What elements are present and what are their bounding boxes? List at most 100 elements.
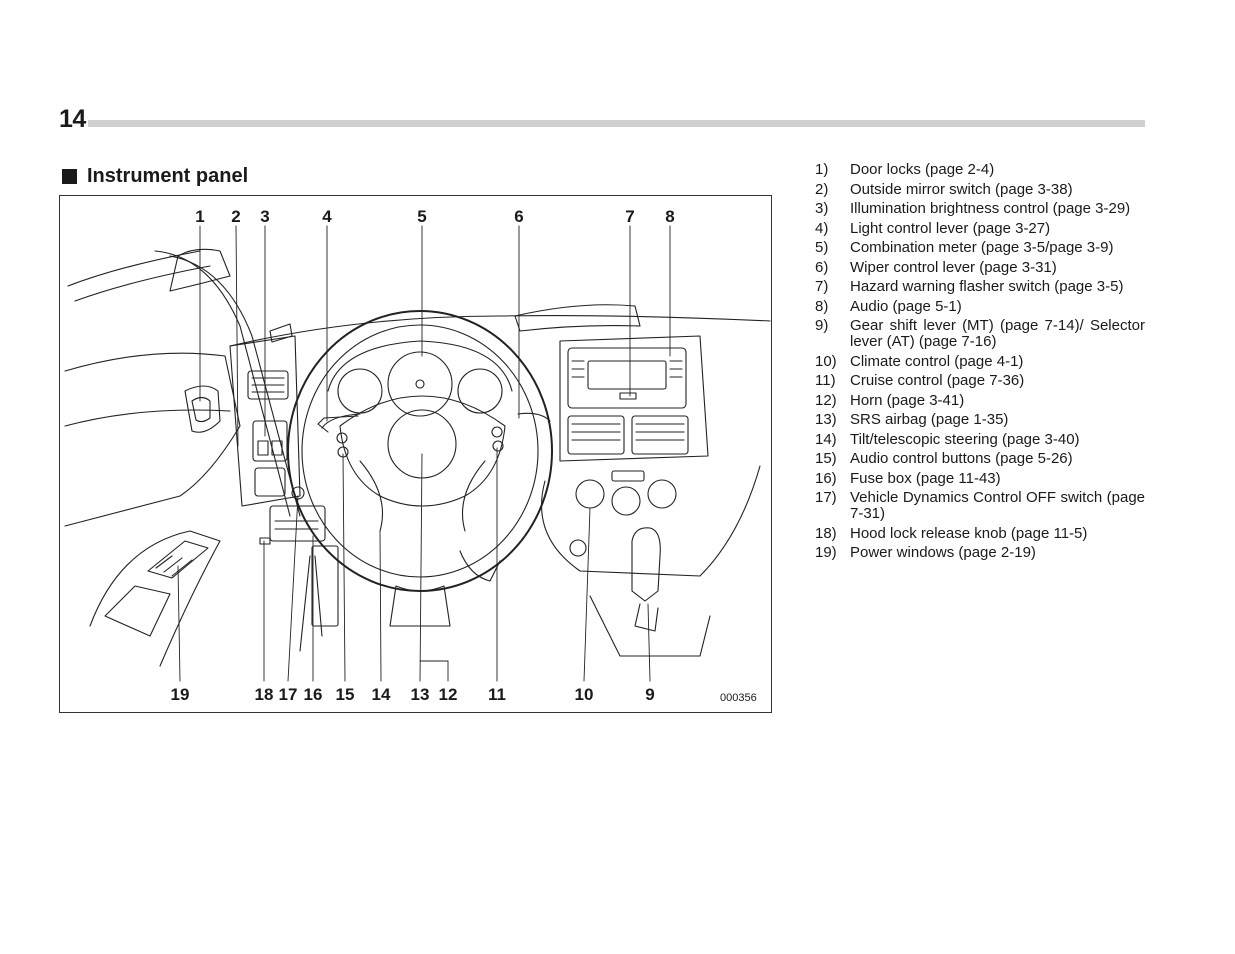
callout-16: 16	[304, 685, 323, 704]
callout-1: 1	[195, 207, 204, 226]
list-item: 9)Gear shift lever (MT) (page 7-14)/ Sel…	[815, 318, 1145, 350]
power-window-switch-panel	[147, 540, 209, 579]
callout-9: 9	[645, 685, 654, 704]
top-callouts: 1 2 3 4 5 6 7 8	[195, 207, 674, 226]
callout-15: 15	[336, 685, 355, 704]
knee-panel-lines	[299, 555, 323, 652]
knee-panel-slot	[311, 545, 339, 627]
callout-18: 18	[255, 685, 274, 704]
callout-8: 8	[665, 207, 674, 226]
side-mirror	[169, 248, 231, 292]
item-text: Tilt/telescopic steering (page 3-40)	[850, 430, 1080, 448]
list-item: 2) Outside mirror switch (page 3-38)	[815, 180, 1145, 198]
callout-11: 11	[488, 685, 506, 704]
callout-19: 19	[171, 685, 190, 704]
list-item: 10)Climate control (page 4-1)	[815, 352, 1145, 370]
list-item: 11) Cruise control (page 7-36)	[815, 373, 1145, 389]
callout-12: 12	[439, 685, 458, 704]
speedometer-gauge	[387, 351, 453, 417]
dashboard-top	[229, 315, 771, 347]
list-item: 6) Wiper control lever (page 3-31)	[815, 258, 1145, 276]
item-text: Combination meter (page 3-5/page 3-9)	[850, 239, 1114, 256]
item-text: Outside mirror switch (page 3-38)	[850, 180, 1073, 198]
item-text: Cruise control (page 7-36)	[850, 372, 1025, 389]
lower-switch-panel	[254, 467, 286, 497]
door-trim	[64, 409, 231, 427]
item-text: Illumination brightness control (page 3-…	[850, 200, 1131, 217]
door-handle	[184, 385, 221, 433]
cruise-control-button-2	[492, 440, 504, 452]
hood-release-knob	[259, 537, 271, 545]
callout-4: 4	[322, 207, 332, 226]
vent-louvers	[251, 377, 285, 393]
fuel-gauge	[457, 368, 503, 414]
item-number: 15)	[815, 450, 837, 467]
center-left-vent	[567, 415, 625, 455]
list-item: 14) Tilt/telescopic steering (page 3-40)	[815, 430, 1145, 448]
steering-hub	[339, 395, 506, 507]
callout-6: 6	[514, 207, 523, 226]
center-vent-louvers	[571, 423, 685, 441]
left-air-vent	[247, 370, 289, 400]
steering-column	[389, 585, 451, 627]
item-text: Door locks (page 2-4)	[850, 161, 995, 178]
list-item: 5) Combination meter (page 3-5/page 3-9)	[815, 240, 1145, 256]
list-item: 16) Fuse box (page 11-43)	[815, 469, 1145, 487]
item-text: Light control lever (page 3-27)	[850, 219, 1051, 237]
light-control-lever	[321, 413, 361, 429]
item-number: 7)	[815, 278, 829, 295]
item-text: Horn (page 3-41)	[850, 391, 965, 409]
item-number: 10)	[815, 352, 837, 370]
item-number: 19)	[815, 544, 837, 561]
right-spoke	[461, 460, 486, 532]
steering-wheel-rim-inner	[301, 324, 539, 578]
a-pillar-line-inner	[74, 265, 211, 302]
item-number: 16)	[815, 469, 837, 487]
door-panel	[64, 352, 241, 527]
climate-knob-center	[611, 486, 641, 516]
a-pillar-edge	[154, 250, 291, 517]
bottom-callouts: 19 18 17 16 15 14 13 12 11 10 9	[171, 685, 655, 704]
instrument-panel-figure: 1 2 3 4 5 6 7 8 19 18 17 16 15 14 13 12 …	[59, 195, 772, 713]
audio-control-button-1	[336, 432, 348, 444]
center-right-vent	[631, 415, 689, 455]
callout-14: 14	[372, 685, 391, 704]
meter-hood	[327, 340, 513, 392]
console-cup	[569, 539, 587, 557]
instrument-panel-illustration: 1 2 3 4 5 6 7 8 19 18 17 16 15 14 13 12 …	[64, 207, 771, 704]
top-storage-tray	[514, 304, 641, 332]
item-text: Audio (page 5-1)	[850, 297, 962, 315]
item-text: Wiper control lever (page 3-31)	[850, 258, 1057, 276]
item-number: 13)	[815, 411, 837, 428]
steering-wheel-rim	[287, 310, 553, 592]
light-lever-tip	[317, 415, 359, 433]
item-text: Power windows (page 2-19)	[850, 544, 1036, 561]
brightness-switch	[271, 440, 283, 456]
left-spoke	[359, 460, 384, 532]
mirror-switch	[257, 440, 269, 456]
parts-list: 1) Door locks (page 2-4) 2) Outside mirror…	[815, 162, 1145, 565]
item-number: 11)	[815, 372, 836, 389]
item-number: 9)	[815, 317, 829, 334]
section-title-text: Instrument panel	[87, 165, 249, 187]
item-number: 14)	[815, 430, 837, 448]
list-item: 19) Power windows (page 2-19)	[815, 545, 1145, 561]
item-number: 5)	[815, 239, 829, 256]
item-text: Hazard warning flasher switch (page 3-5)	[850, 278, 1124, 295]
item-number: 1)	[815, 161, 829, 178]
item-number: 2)	[815, 180, 829, 198]
center-stack	[559, 335, 709, 462]
item-text: Fuse box (page 11-43)	[850, 469, 1001, 487]
item-number: 6)	[815, 258, 829, 276]
door-pocket	[104, 585, 171, 637]
section-square-icon	[62, 168, 77, 184]
dimmer-and-mirror-switch-panel	[252, 420, 288, 462]
list-item: 3) Illumination brightness control (page …	[815, 201, 1145, 217]
list-item: 18)Hood lock release knob (page 11-5)	[815, 525, 1145, 542]
item-number: 3)	[815, 200, 829, 217]
dash-speaker	[269, 323, 293, 343]
gear-shift-lever	[631, 527, 661, 602]
a-pillar-line	[67, 250, 201, 287]
item-text: Audio control buttons (page 5-26)	[850, 450, 1073, 467]
item-number: 17)	[815, 489, 837, 506]
